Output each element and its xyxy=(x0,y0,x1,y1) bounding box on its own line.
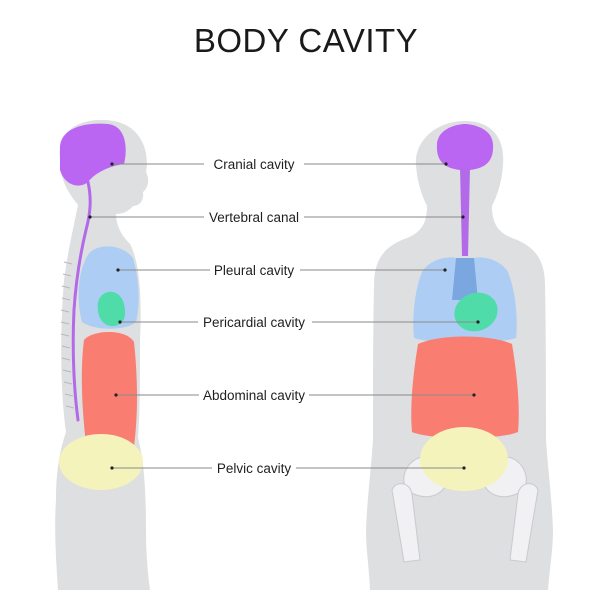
label-pelvic: Pelvic cavity xyxy=(110,461,466,476)
label-text: Pericardial cavity xyxy=(203,315,305,330)
side-pericardial-cavity xyxy=(97,291,126,327)
front-cranial-cavity xyxy=(436,124,494,174)
label-text: Cranial cavity xyxy=(213,157,294,172)
label-text: Abdominal cavity xyxy=(203,388,305,403)
marker-dot xyxy=(444,162,448,166)
side-vertebrae xyxy=(60,261,75,409)
marker-dot xyxy=(476,320,480,324)
front-pelvic-cavity xyxy=(420,427,508,491)
marker-dot xyxy=(116,268,120,272)
label-abdominal: Abdominal cavity xyxy=(114,388,476,403)
side-view-figure xyxy=(55,119,151,590)
front-pelvis-bones xyxy=(391,456,539,563)
side-abdominal-cavity xyxy=(81,332,137,450)
front-mediastinum xyxy=(452,258,478,300)
front-view-figure xyxy=(366,121,553,590)
label-cranial: Cranial cavity xyxy=(110,157,448,172)
marker-dot xyxy=(472,393,476,397)
marker-dot xyxy=(462,466,466,470)
marker-dot xyxy=(110,162,114,166)
label-vertebral: Vertebral canal xyxy=(88,210,465,225)
label-text: Pelvic cavity xyxy=(217,461,292,476)
label-pleural: Pleural cavity xyxy=(116,263,447,278)
side-pelvic-cavity xyxy=(59,434,143,490)
marker-dot xyxy=(443,268,447,272)
label-text: Vertebral canal xyxy=(209,210,299,225)
marker-dot xyxy=(461,215,465,219)
front-vertebral-canal xyxy=(460,168,470,256)
marker-dot xyxy=(118,320,122,324)
marker-dot xyxy=(114,393,118,397)
front-abdominal-cavity xyxy=(411,336,519,438)
marker-dot xyxy=(110,466,114,470)
side-vertebral-canal xyxy=(71,180,92,422)
side-cranial-cavity xyxy=(60,123,126,186)
diagram-title: BODY CAVITY xyxy=(193,22,419,59)
label-text: Pleural cavity xyxy=(214,263,295,278)
marker-dot xyxy=(88,215,92,219)
label-pericardial: Pericardial cavity xyxy=(118,315,480,330)
